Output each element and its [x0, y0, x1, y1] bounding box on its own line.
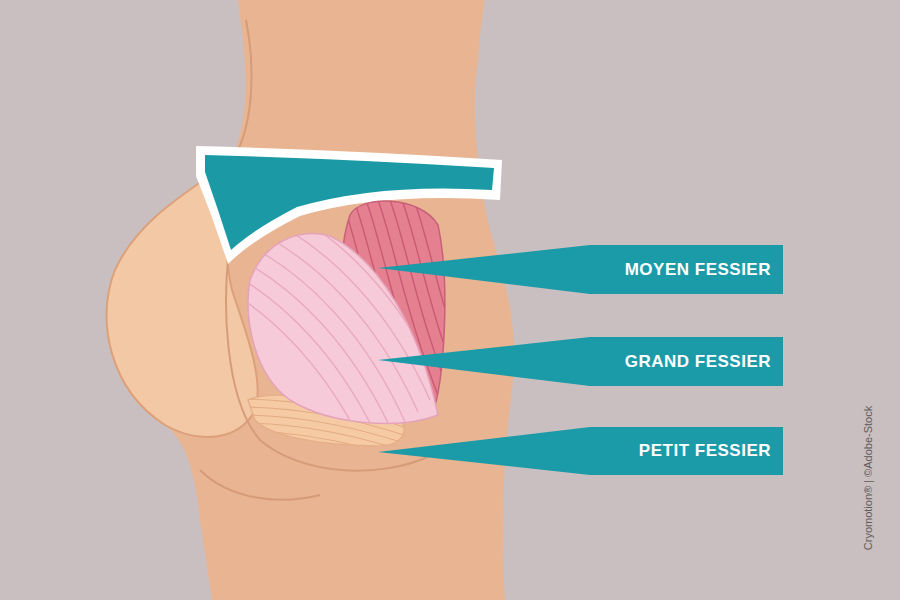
- callout-band: GRAND FESSIER: [378, 337, 783, 386]
- back-line: [238, 20, 252, 150]
- callout-wedge: [378, 427, 783, 475]
- callout-wedge: [378, 337, 783, 386]
- body-silhouette: [107, 0, 515, 600]
- callout-wedge: [378, 245, 783, 294]
- callout-label: PETIT FESSIER: [639, 441, 771, 461]
- callout-band: PETIT FESSIER: [378, 427, 783, 475]
- callout-band: MOYEN FESSIER: [378, 245, 783, 294]
- thigh-fold: [200, 470, 320, 500]
- callout-label: MOYEN FESSIER: [625, 260, 771, 280]
- watermark: Cryomotion® | ©Adobe-Stock: [862, 406, 874, 550]
- grand-fessier-muscle: [210, 184, 466, 460]
- callout-label: GRAND FESSIER: [625, 352, 771, 372]
